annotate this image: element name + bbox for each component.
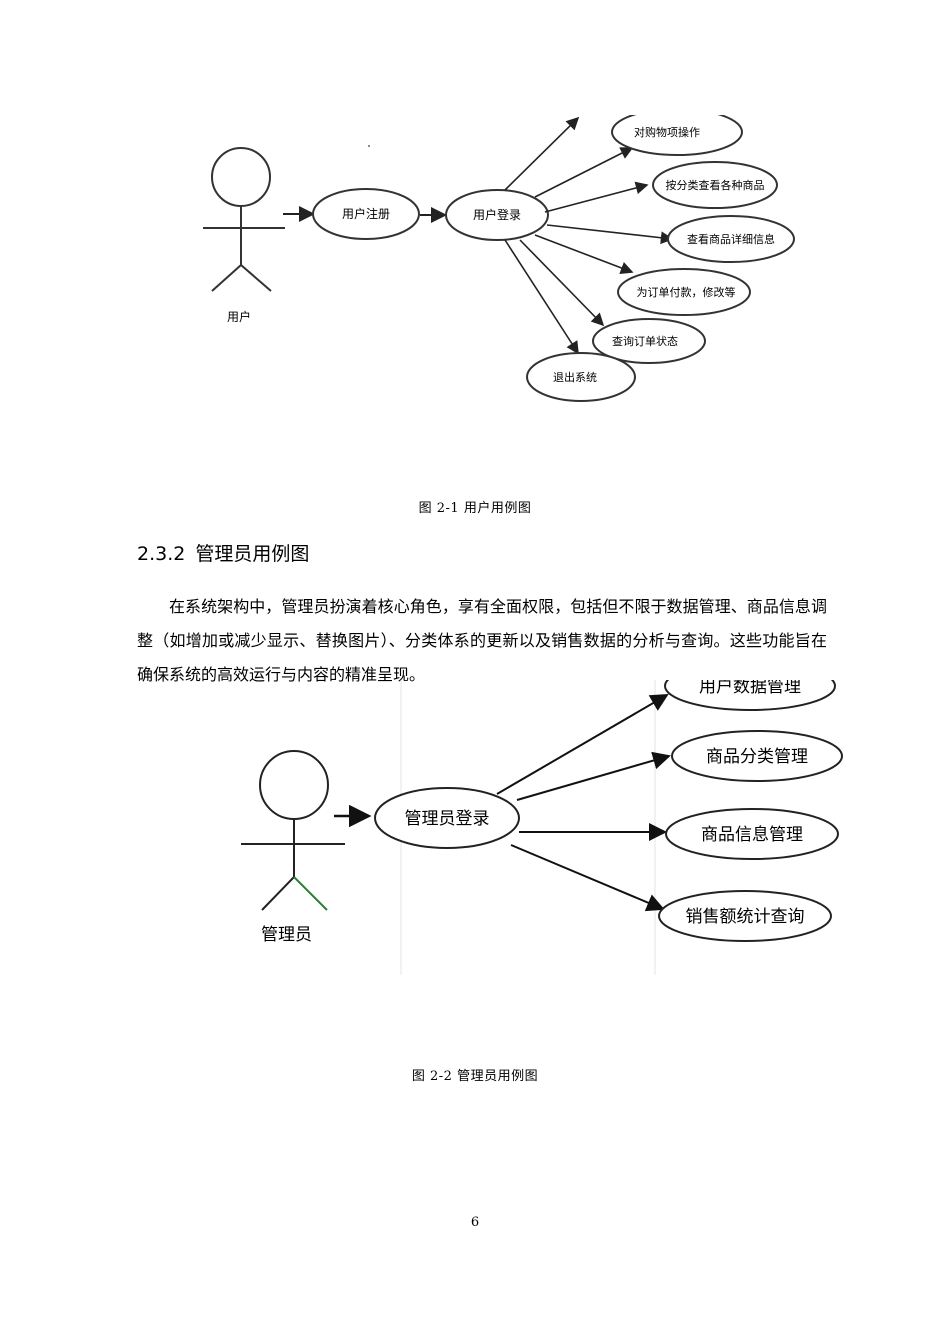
use-case-cart-operations: 对购物项操作 <box>611 115 743 156</box>
section-number: 2.3.2 <box>137 543 186 565</box>
admin-actor-icon <box>241 750 345 911</box>
figure-2-caption: 图 2-2 管理员用例图 <box>411 1069 539 1084</box>
svg-text:销售额统计查询: 销售额统计查询 <box>686 907 805 927</box>
section-title: 管理员用例图 <box>195 543 310 565</box>
use-case-sales-statistics: 销售额统计查询 <box>658 890 832 942</box>
paragraph-text: 在系统架构中，管理员扮演着核心角色，享有全面权限，包括但不限于数据管理、商品信息… <box>137 597 827 684</box>
user-use-case-diagram: 用户 用户注册 用户登录 对购物项操作 按分类查看各种商品 查看商品详细信息 为… <box>203 115 795 402</box>
svg-text:查看商品详细信息: 查看商品详细信息 <box>687 232 775 246</box>
svg-text:管理员登录: 管理员登录 <box>405 809 490 829</box>
svg-text:用户数据管理: 用户数据管理 <box>699 680 801 697</box>
user-actor-label: 用户 <box>227 309 251 324</box>
svg-text:商品分类管理: 商品分类管理 <box>706 747 808 767</box>
use-case-login: 用户登录 <box>445 189 549 241</box>
svg-text:用户注册: 用户注册 <box>342 206 390 221</box>
section-heading: 2.3.2 管理员用例图 <box>137 539 309 566</box>
user-actor-icon <box>203 147 285 292</box>
svg-text:退出系统: 退出系统 <box>553 370 597 384</box>
svg-text:用户登录: 用户登录 <box>473 207 521 222</box>
use-case-user-data-management: 用户数据管理 <box>664 680 836 711</box>
figure-1-caption: 图 2-1 用户用例图 <box>418 501 532 516</box>
use-case-admin-login: 管理员登录 <box>374 787 520 849</box>
page-number: 6 <box>470 1215 480 1230</box>
svg-text:查询订单状态: 查询订单状态 <box>612 334 678 348</box>
use-case-category-management: 商品分类管理 <box>671 730 843 782</box>
svg-text:商品信息管理: 商品信息管理 <box>701 825 803 845</box>
admin-actor-label: 管理员 <box>261 925 312 945</box>
use-case-product-details: 查看商品详细信息 <box>667 215 795 263</box>
body-paragraph: 在系统架构中，管理员扮演着核心角色，享有全面权限，包括但不限于数据管理、商品信息… <box>137 590 827 692</box>
use-case-order-status: 查询订单状态 <box>592 318 706 364</box>
admin-use-case-diagram: 管理员 管理员登录 用户数据管理 商品分类管理 商品信息管理 销售额统计查询 <box>241 680 843 975</box>
svg-text:为订单付款，修改等: 为订单付款，修改等 <box>637 285 736 299</box>
use-case-register: 用户注册 <box>312 188 420 240</box>
svg-text:对购物项操作: 对购物项操作 <box>634 125 700 139</box>
svg-text:按分类查看各种商品: 按分类查看各种商品 <box>666 178 765 192</box>
use-case-browse-category: 按分类查看各种商品 <box>652 161 778 209</box>
use-case-logout: 退出系统 <box>526 352 636 402</box>
use-case-product-info-management: 商品信息管理 <box>665 808 839 860</box>
use-case-pay-order: 为订单付款，修改等 <box>617 268 751 316</box>
